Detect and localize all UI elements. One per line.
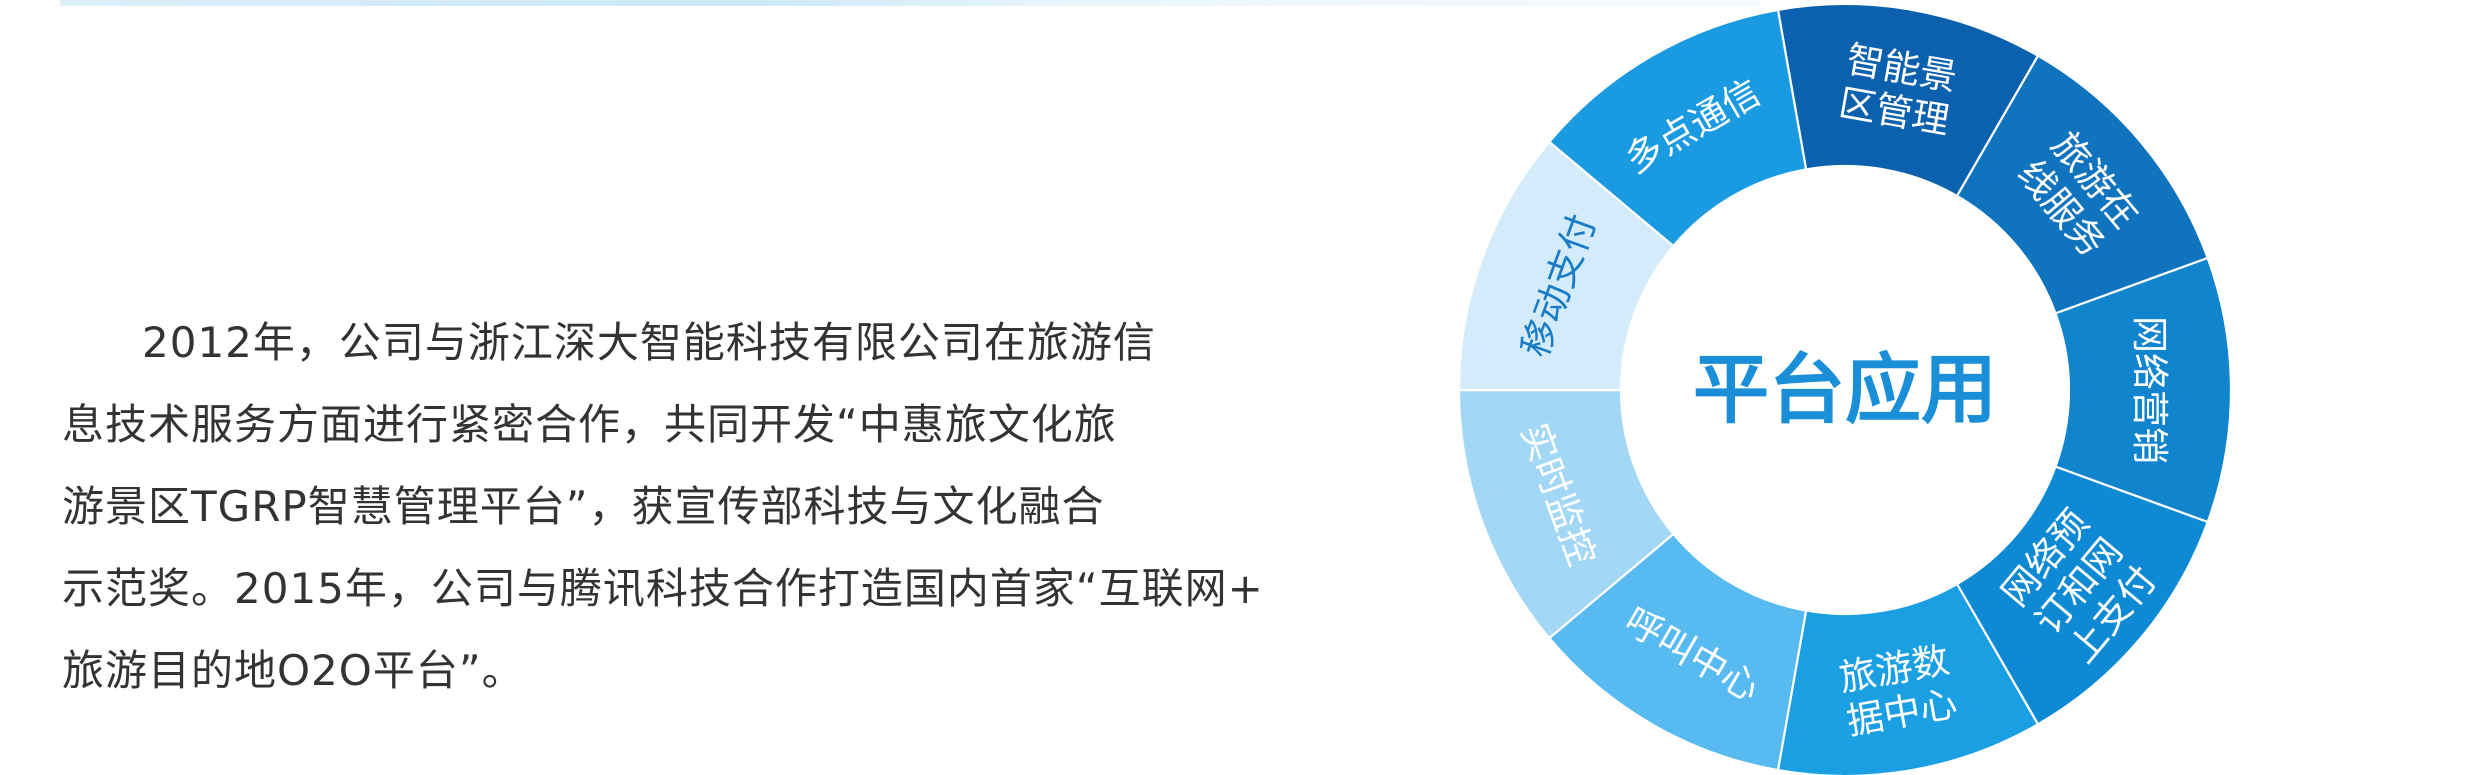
center-circle (1623, 168, 2067, 612)
paragraph-line: 游景区TGRP智慧管理平台”，获宣传部科技与文化融合 (62, 482, 1105, 531)
platform-application-ring-diagram: 智能景区管理旅游在线服务网络营销网络预订和网上支付旅游数据中心呼叫中心实时监控移… (1457, 2, 2233, 775)
paragraph-line: 旅游目的地O2O平台”。 (62, 646, 525, 695)
paragraph-line: 息技术服务方面进行紧密合作，共同开发“中惠旅文化旅 (62, 400, 1117, 449)
ring-segment (1547, 8, 1808, 248)
top-decorative-bar (60, 0, 1760, 6)
paragraph-line: 示范奖。2015年，公司与腾讯科技合作打造国内首家“互联网+ (62, 564, 1264, 613)
ring-segment-label: 旅游数据中心 (1836, 638, 1960, 743)
center-label: 平台应用 (1693, 345, 1997, 434)
ring-segment-label-line: 网络营销 (2128, 316, 2171, 464)
paragraph-line: 2012年，公司与浙江深大智能科技有限公司在旅游信 (142, 318, 1156, 367)
ring-segment-label: 网络营销 (2128, 316, 2171, 464)
intro-paragraph: 2012年，公司与浙江深大智能科技有限公司在旅游信 息技术服务方面进行紧密合作，… (62, 302, 1402, 712)
